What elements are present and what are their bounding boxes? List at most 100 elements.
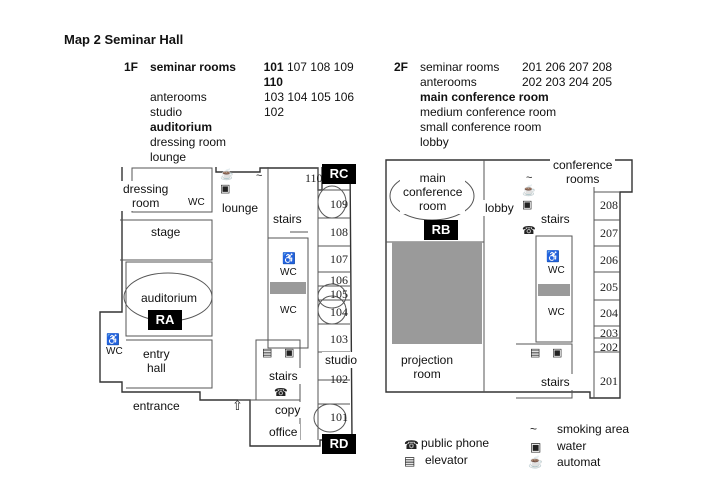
wc-label: WC (546, 306, 567, 320)
room-number: 104 (287, 90, 311, 104)
water-icon: ▣ (552, 347, 563, 359)
legend-automat: automat (554, 454, 604, 470)
floor-level (124, 90, 144, 105)
directory-row: lounge (124, 150, 376, 165)
stairs-label: stairs (270, 211, 305, 227)
legend-water: water (554, 438, 590, 454)
directory-label: studio (150, 105, 183, 119)
room-number: 103 (264, 90, 288, 104)
directory-label: anterooms (420, 75, 477, 89)
office-label: office (266, 424, 301, 440)
projection-room-label: projection room (398, 352, 457, 382)
auditorium-label: auditorium (138, 290, 201, 306)
room-number: 106 (334, 90, 355, 104)
map-title: Map 2 Seminar Hall (58, 30, 190, 49)
legend-elevator: elevator (422, 452, 471, 468)
room-number: 203 (545, 75, 569, 89)
stage-label: stage (148, 224, 184, 240)
wheelchair-icon: ♿ (546, 251, 560, 263)
room-number: 208 (592, 60, 613, 74)
floor-level (394, 90, 414, 105)
copy-label: copy (272, 402, 304, 418)
directory-label: lounge (150, 150, 187, 164)
floor-level (124, 150, 144, 165)
room-number-109: 109 (330, 197, 348, 211)
directory-label: small conference room (420, 120, 542, 134)
directory-row: dressing room (124, 135, 376, 150)
tag-rd: RD (322, 434, 356, 454)
directory-label: main conference room (420, 90, 549, 104)
directory-label: medium conference room (420, 105, 557, 119)
wc-label: WC (546, 264, 567, 278)
room-number: 110 (263, 75, 283, 89)
stairs-label: stairs (538, 374, 573, 390)
tag-rc: RC (322, 164, 356, 184)
tag-rb: RB (424, 220, 458, 240)
room-number-205: 205 (600, 280, 618, 294)
smoking-icon: ~ (526, 172, 533, 184)
tag-ra: RA (148, 310, 182, 330)
room-number-208: 208 (600, 198, 618, 212)
floor-level: 1F (124, 60, 139, 74)
room-number: 204 (568, 75, 593, 89)
room-number-102: 102 (330, 372, 348, 386)
main-conference-room-label: main conference room (400, 170, 466, 214)
floor-level (124, 120, 144, 135)
water-icon: ▣ (284, 347, 295, 359)
room-number: 108 (310, 60, 334, 74)
smoking-legend-icon: ~ (530, 422, 538, 436)
room-number: 202 (522, 75, 546, 89)
room-number-204: 204 (600, 306, 618, 320)
directory-row: lobby (394, 135, 630, 150)
room-number: 109 (333, 60, 354, 74)
water-icon: ▣ (522, 199, 533, 211)
directory-rooms: 102 (264, 105, 284, 120)
wheelchair-icon: ♿ (282, 253, 296, 265)
legend-public-phone: public phone (418, 435, 493, 451)
room-number-207: 207 (600, 226, 618, 240)
room-number: 201 (522, 60, 546, 74)
floor2-plan (385, 159, 633, 399)
room-number-104: 104 (330, 305, 348, 319)
public-phone-icon: ☎ (404, 438, 419, 452)
room-number-203: 203 (600, 326, 618, 340)
directory-rooms: 101 107 108 109 110 (264, 60, 376, 90)
wc-label: WC (278, 304, 299, 318)
directory-row: medium conference room (394, 105, 630, 120)
room-number-107: 107 (330, 252, 348, 266)
room-number: 105 (310, 90, 335, 104)
directory-label: seminar rooms (420, 60, 500, 74)
directory-rooms: 103 104 105 106 (264, 90, 354, 105)
wc-label: WC (104, 345, 125, 359)
dressing-room-label: dressing room (120, 181, 172, 211)
water-icon: ▣ (220, 183, 231, 195)
wheelchair-icon: ♿ (106, 334, 120, 346)
directory-row: small conference room (394, 120, 630, 135)
floor-level (394, 105, 414, 120)
floor-level (394, 120, 414, 135)
room-number-103: 103 (330, 332, 348, 346)
directory-label: dressing room (150, 135, 227, 149)
directory-label: lobby (420, 135, 449, 149)
room-number-105: 105 (330, 287, 348, 301)
room-number-101: 101 (330, 410, 348, 424)
room-number-202: 202 (600, 340, 618, 354)
room-number-106: 106 (330, 273, 348, 287)
phone-icon: ☎ (274, 387, 288, 399)
lounge-label: lounge (219, 200, 262, 216)
room-number: 107 (286, 60, 311, 74)
elevator-icon: ▤ (530, 347, 541, 359)
room-number: 101 (263, 60, 287, 74)
floor-level (124, 105, 144, 120)
directory-row: studio 102 (124, 105, 376, 120)
floor-level (394, 135, 414, 150)
room-number: 205 (592, 75, 613, 89)
entry-hall-label: entry hall (140, 346, 173, 376)
floor-level (394, 75, 414, 90)
legend-smoking-area: smoking area (554, 421, 633, 437)
